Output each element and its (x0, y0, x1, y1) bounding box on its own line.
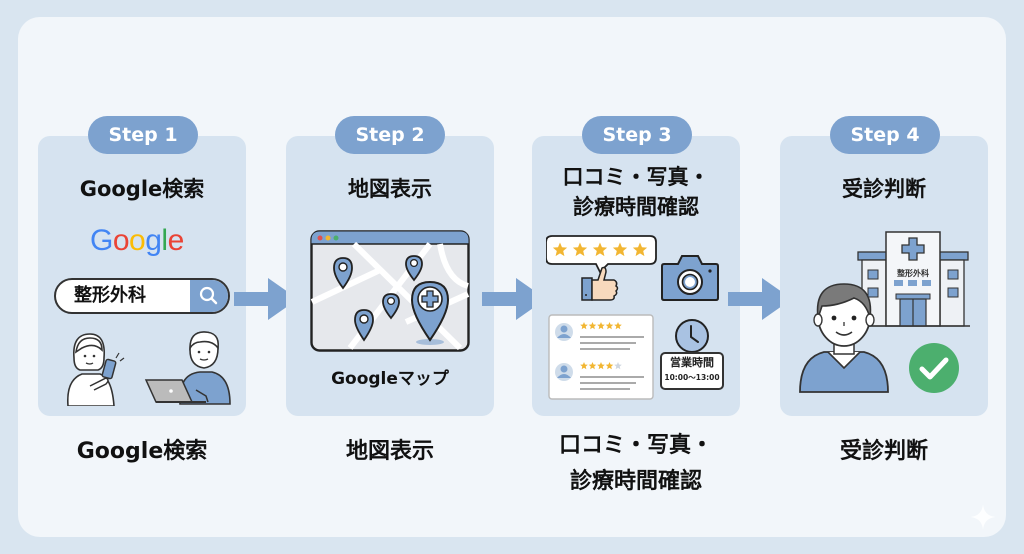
check-icon (909, 343, 959, 393)
star-icon (580, 322, 588, 330)
step-3-title-line2: 診療時間確認 (573, 195, 699, 219)
clinic-sign: 整形外科 (897, 269, 929, 278)
step-4-pill: Step 4 (830, 116, 940, 154)
clinic-pin-icon (410, 280, 450, 342)
step-3-card: 口コミ・写真・ 診療時間確認 (532, 136, 740, 416)
review-2-stars (580, 362, 622, 370)
arrow-right-icon (482, 278, 546, 320)
rating-stars (552, 242, 648, 257)
star-icon (572, 242, 588, 257)
camera-icon (661, 255, 719, 301)
google-logo-letter: o (129, 224, 146, 257)
star-icon (632, 242, 648, 257)
star-icon (592, 242, 608, 257)
review-1-stars (580, 322, 622, 330)
clock-icon (675, 319, 709, 353)
google-logo-letter: g (145, 224, 162, 257)
star-icon (597, 322, 605, 330)
search-input[interactable]: 整形外科 (54, 278, 230, 314)
bottom-label-step-2: 地図表示 (345, 439, 434, 464)
star-icon (614, 322, 622, 330)
star-icon (605, 322, 614, 330)
map-pin-icon (333, 257, 353, 290)
bottom-label-step-3-line2: 診療時間確認 (569, 469, 702, 494)
star-icon (605, 362, 614, 370)
reviewer-avatar-icon (555, 363, 573, 381)
rating-thumbs-up-illustration (546, 235, 657, 301)
step-1-card: Google検索 Google 整形外科 (38, 136, 246, 416)
bottom-label-step-4: 受診判断 (839, 439, 928, 464)
google-logo-letter: l (161, 224, 168, 257)
step-3-title-line1: 口コミ・写真・ (562, 165, 710, 189)
google-logo-letter: e (167, 224, 185, 257)
star-icon (597, 362, 605, 370)
step-4-card: 受診判断 整形外科 (780, 136, 988, 416)
business-hours-box: 営業時間 10:00〜13:00 (660, 352, 724, 390)
google-logo: Google (90, 224, 184, 258)
step-2-card: 地図表示 (286, 136, 494, 416)
search-icon (199, 286, 218, 305)
step-4-title: 受診判断 (842, 177, 926, 201)
review-list-illustration (548, 314, 654, 400)
star-icon (614, 362, 622, 370)
reviewer-avatar-icon (555, 323, 573, 341)
search-button[interactable] (190, 280, 228, 312)
step-2-pill: Step 2 (335, 116, 445, 154)
bottom-label-step-1: Google検索 (76, 439, 208, 464)
arrow-right-icon (728, 278, 792, 320)
google-logo-letter: G (90, 224, 113, 257)
business-hours-label: 営業時間 (670, 356, 714, 369)
search-query: 整形外科 (74, 285, 146, 306)
sparkle-icon (970, 504, 996, 530)
woman-with-phone-illustration (66, 333, 125, 406)
step-2-title: 地図表示 (348, 177, 432, 201)
star-icon (588, 362, 597, 370)
star-icon (612, 242, 628, 257)
step-1-title: Google検索 (79, 177, 205, 201)
step-1-pill: Step 1 (88, 116, 198, 154)
step-3-pill: Step 3 (582, 116, 692, 154)
patient-illustration (799, 283, 889, 393)
map-window-illustration (310, 230, 470, 352)
bottom-label-step-3-line1: 口コミ・写真・ (558, 433, 713, 458)
star-icon (588, 322, 597, 330)
star-icon (580, 362, 588, 370)
arrow-right-icon (234, 278, 298, 320)
business-hours-value: 10:00〜13:00 (664, 373, 720, 382)
man-with-laptop-illustration (144, 331, 231, 405)
star-icon (552, 242, 568, 257)
google-logo-letter: o (112, 224, 130, 257)
map-caption: Googleマップ (331, 369, 449, 389)
